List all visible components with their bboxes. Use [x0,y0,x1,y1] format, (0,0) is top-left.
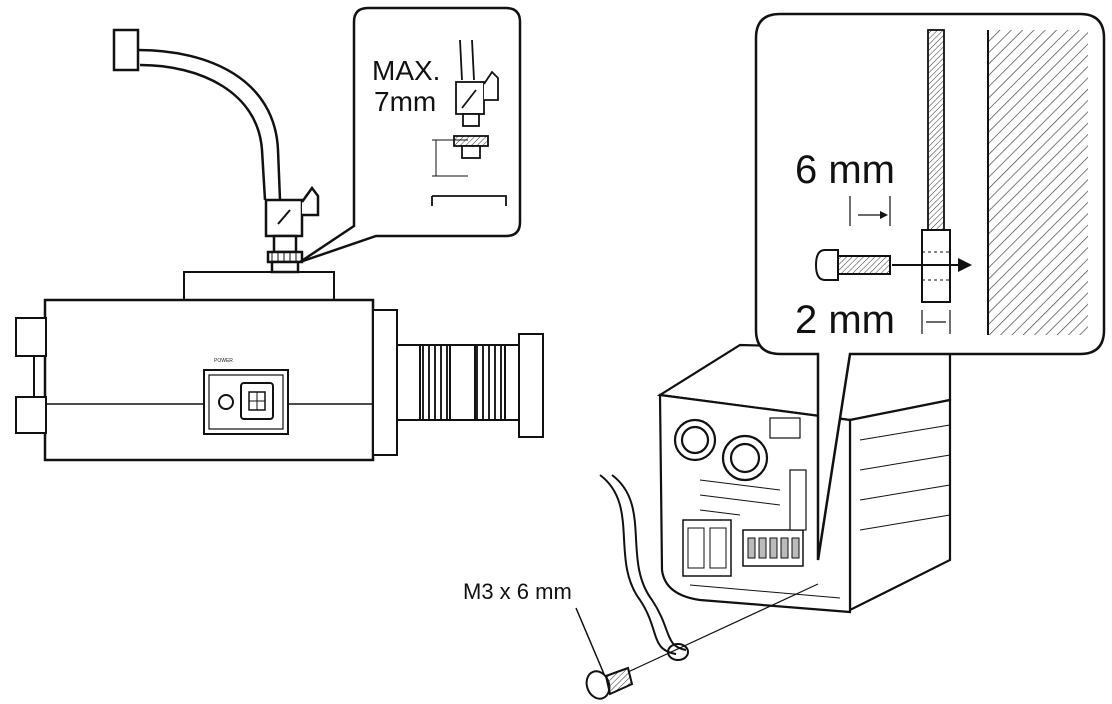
callout-max-7mm [299,6,522,264]
seven-mm-label: 7mm [374,86,437,117]
screw-size-label: M3 x 6 mm [463,579,572,604]
six-mm-label: 6 mm [795,148,895,192]
rear-connector [15,317,47,357]
camera-side-view [15,271,544,462]
screw-m3 [575,607,634,700]
mount-plate [183,271,335,301]
power-cable [112,28,320,274]
bnc-connectors [673,417,801,482]
callout-screw-detail [754,12,1106,561]
two-mm-label: 2 mm [795,298,895,342]
lens [396,333,544,438]
power-led [218,394,234,410]
power-label: POWER [214,358,233,364]
camera-rear-view [656,343,952,614]
max-label: MAX. [372,55,441,86]
ground-wire [599,474,819,673]
